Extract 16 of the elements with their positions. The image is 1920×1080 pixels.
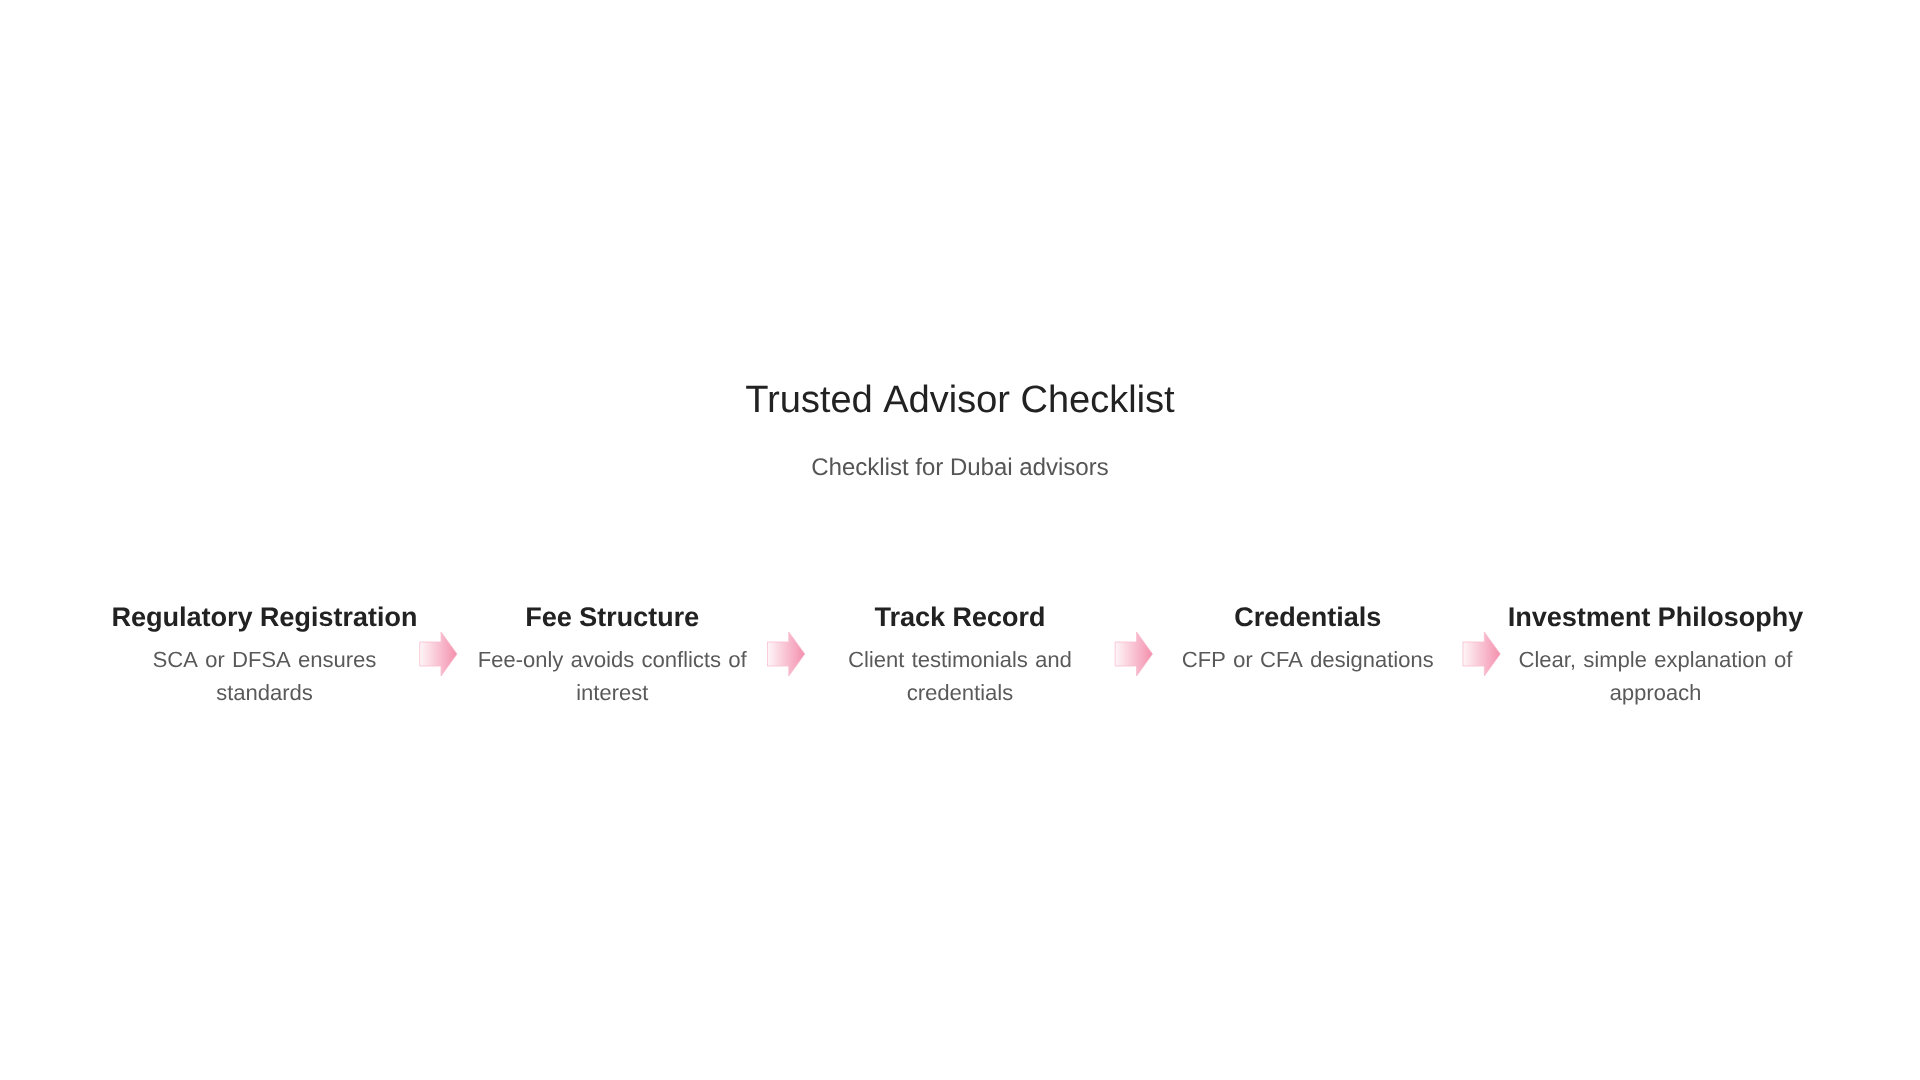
step-description: Clear, simple explanation of approach <box>1519 651 1793 705</box>
arrow <box>1114 631 1153 677</box>
arrow <box>419 631 458 677</box>
subtitle: Checklist for Dubai advisors <box>812 457 1108 476</box>
step-heading: Credentials <box>1235 606 1381 627</box>
arrow <box>767 631 806 677</box>
step-heading: Track Record <box>874 606 1044 627</box>
step-heading: Investment Philosophy <box>1509 606 1804 632</box>
arrow <box>1462 631 1501 677</box>
title: Trusted Advisor Checklist <box>746 384 1175 413</box>
step-heading: Regulatory Registration <box>113 606 416 632</box>
step-description: CFP or CFA designations <box>1182 651 1433 672</box>
step-heading: Fee Structure <box>527 607 699 627</box>
step-description: SCA or DFSA ensures standards <box>153 651 376 701</box>
step-description: Fee-only avoids conflicts of interest <box>479 651 747 701</box>
step-description: Client testimonials and credentials <box>849 651 1071 701</box>
